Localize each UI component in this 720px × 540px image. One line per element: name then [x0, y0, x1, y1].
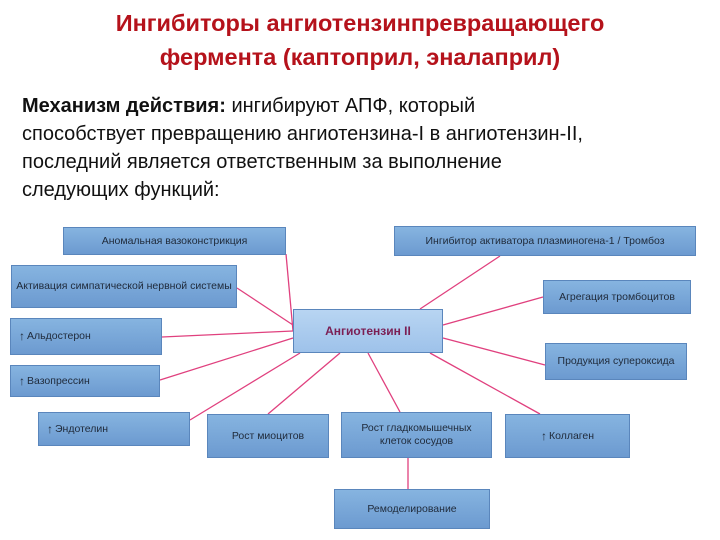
node-superoxide: Продукция супероксида	[545, 343, 687, 380]
description-text-1: ингибируют АПФ, который	[225, 95, 476, 117]
link-vasoconstriction	[285, 253, 294, 332]
description-line-1: Механизм действия: ингибируют АПФ, котор…	[22, 92, 712, 120]
link-sympathetic	[236, 287, 294, 326]
link-pai1	[419, 255, 501, 310]
link-collagen	[429, 352, 541, 415]
link-myocytes	[267, 352, 341, 415]
up-arrow-icon: ↑	[19, 373, 25, 388]
node-vasoconstriction: Аномальная вазоконстрикция	[63, 227, 286, 255]
link-platelets	[442, 296, 544, 326]
link-vasopressin	[159, 337, 294, 381]
node-platelet-aggregation: Агрегация тромбоцитов	[543, 280, 691, 314]
link-smooth-muscle	[367, 352, 401, 413]
description-line-2: способствует превращению ангиотензина-I …	[22, 123, 583, 145]
node-angiotensin-ii: Ангиотензин II	[293, 309, 443, 353]
node-smooth-muscle-growth: Рост гладкомышечных клеток сосудов	[341, 412, 492, 458]
node-aldosterone: ↑Альдостерон	[10, 318, 162, 355]
node-collagen: ↑Коллаген	[505, 414, 630, 458]
link-superoxide	[442, 337, 546, 366]
node-vasopressin: ↑Вазопрессин	[10, 365, 160, 397]
node-sympathetic-activation: Активация симпатической нервной системы	[11, 265, 237, 308]
node-remodeling: Ремоделирование	[334, 489, 490, 529]
up-arrow-icon: ↑	[47, 421, 53, 436]
mechanism-description: Механизм действия: ингибируют АПФ, котор…	[22, 92, 712, 204]
description-line-4: следующих функций:	[22, 179, 220, 201]
description-line-3: последний является ответственным за выпо…	[22, 151, 502, 173]
node-pai1-thrombosis: Ингибитор активатора плазминогена-1 / Тр…	[394, 226, 696, 256]
title-line-2: фермента (каптоприл, эналаприл)	[159, 44, 561, 70]
mechanism-label: Механизм действия:	[22, 95, 226, 117]
node-myocyte-growth: Рост миоцитов	[207, 414, 329, 458]
node-endothelin: ↑Эндотелин	[38, 412, 190, 446]
link-endothelin	[189, 352, 301, 421]
slide-title: Ингибиторы ангиотензинпревращающего ферм…	[0, 6, 720, 74]
up-arrow-icon: ↑	[19, 329, 25, 343]
title-line-1: Ингибиторы ангиотензинпревращающего	[115, 10, 605, 36]
up-arrow-icon: ↑	[540, 428, 547, 443]
link-aldosterone	[161, 330, 294, 338]
